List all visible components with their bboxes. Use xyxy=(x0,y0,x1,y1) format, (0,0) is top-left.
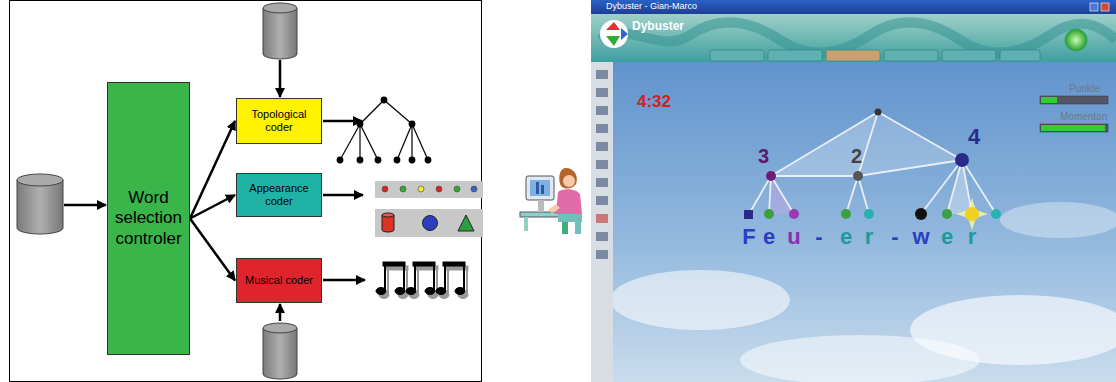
coder-box: Appearance coder xyxy=(236,173,322,217)
flow-arrow xyxy=(190,121,235,219)
word-letter: r xyxy=(968,226,977,248)
word-letter: e xyxy=(840,226,852,248)
box-text: Word selection controler xyxy=(111,188,186,249)
syllable-number: 3 xyxy=(758,146,769,166)
word-letter: w xyxy=(912,226,929,248)
word-letter: F xyxy=(742,226,755,248)
music-notes-icon xyxy=(376,262,468,299)
syllable-number: 4 xyxy=(968,126,980,148)
database-symbol xyxy=(263,323,297,379)
appearance-icon xyxy=(375,181,483,237)
syllable-number: 2 xyxy=(851,146,862,166)
box-text: Appearance coder xyxy=(240,182,318,208)
momentum-label: Momentan xyxy=(1060,112,1107,122)
word-letter: - xyxy=(815,226,822,248)
coder-box: Musical coder xyxy=(236,258,322,303)
left-panel xyxy=(10,1,484,382)
word-letter: e xyxy=(941,226,953,248)
user-icon xyxy=(520,168,582,234)
coder-box: Topological coder xyxy=(236,98,322,144)
controller-box: Word selection controler xyxy=(107,82,190,355)
timer: 4:32 xyxy=(637,93,671,110)
word-letter: u xyxy=(787,226,800,248)
tree-icon xyxy=(337,97,431,163)
flow-arrow xyxy=(190,195,235,219)
flow-arrow xyxy=(190,219,235,281)
database-symbol xyxy=(263,3,297,59)
word-letter: e xyxy=(763,226,775,248)
app-logo-text: Dybuster xyxy=(632,20,684,32)
box-text: Musical coder xyxy=(245,274,313,287)
box-text: Topological coder xyxy=(240,108,318,134)
word-letter: - xyxy=(891,226,898,248)
window-title: Dybuster - Gian-Marco xyxy=(606,2,697,11)
database-symbol xyxy=(17,174,63,234)
word-letter: r xyxy=(865,226,874,248)
game-screenshot xyxy=(591,0,1116,382)
score-label: Punkte xyxy=(1069,84,1100,94)
